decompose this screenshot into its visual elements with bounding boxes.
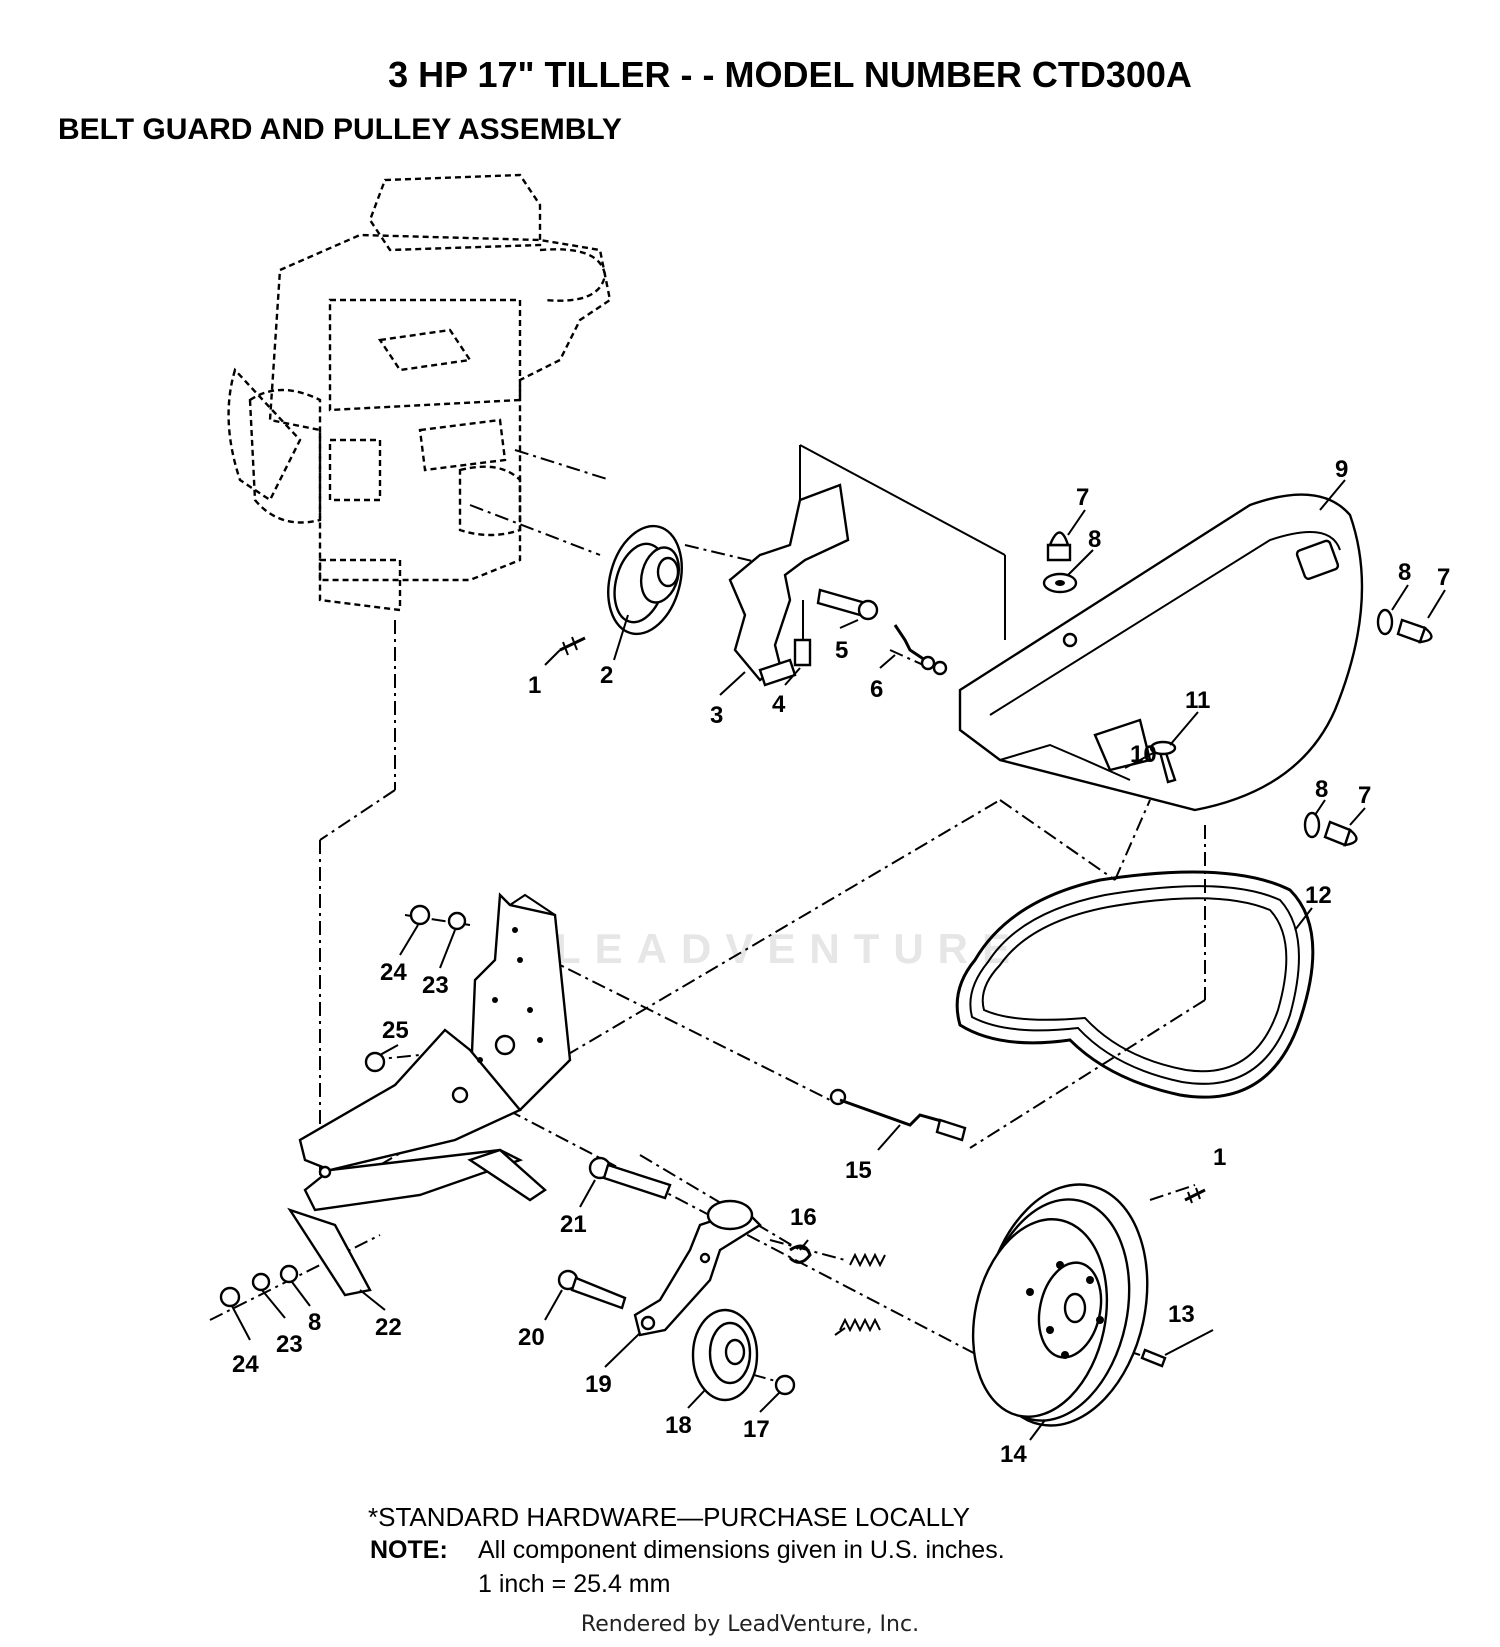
engine-pulley-part [607,524,683,636]
spring-clip-part [788,1244,886,1268]
callout-11: 11 [1185,687,1210,714]
shaft-key-part [1140,1348,1167,1368]
callout-6: 6 [870,676,883,703]
callout-10: 10 [1130,741,1157,768]
callout-13: 13 [1168,1301,1195,1328]
shoulder-bolt-part [588,1156,672,1200]
idler-arm-part [633,1199,762,1337]
mounting-bracket-part [298,892,572,1212]
callout-21: 21 [560,1211,587,1238]
callout-1: 1 [528,672,541,699]
callout-4: 4 [772,691,786,718]
callout-15: 15 [845,1157,872,1184]
callout-22: 22 [375,1314,402,1341]
callout-8c: 8 [1315,776,1328,803]
plate-part [287,1207,372,1297]
washer-part [279,572,1394,1284]
acorn-nut-part [1046,531,1433,847]
tension-rod-part [829,1088,967,1142]
watermark: LEADVENTURE [555,925,1025,972]
note-line-1: All component dimensions given in U.S. i… [478,1536,1005,1564]
rendered-by-credit: Rendered by LeadVenture, Inc. [580,1612,920,1637]
set-screw-part [559,636,586,656]
assembly-lines [209,444,1206,1386]
belt-guard-bracket-part [728,483,850,687]
idler-pulley-part [691,1308,796,1402]
callout-7a: 7 [1076,484,1089,511]
callout-2: 2 [600,662,613,689]
callout-5: 5 [835,637,848,664]
drive-set-screw-part [1184,1187,1206,1204]
leader-lines [231,479,1446,1441]
callout-19: 19 [585,1371,612,1398]
callout-9: 9 [1335,456,1348,483]
callout-7c: 7 [1358,782,1371,809]
dimensions-note: NOTE: All component dimensions given in U… [370,1536,1005,1565]
callout-12: 12 [1305,882,1332,909]
hook-rod-part [893,624,948,676]
page-title: 3 HP 17" TILLER - - MODEL NUMBER CTD300A [388,54,1192,95]
callout-16: 16 [790,1204,817,1231]
engine-outline [227,173,612,612]
drive-pulley-part [971,1183,1149,1427]
callout-3: 3 [710,702,723,729]
callout-14: 14 [1000,1441,1027,1468]
v-belt-part [955,870,1315,1099]
tension-spring-part [834,1317,881,1336]
callout-1b: 1 [1213,1144,1226,1171]
standard-hardware-note: *STANDARD HARDWARE—PURCHASE LOCALLY [368,1502,970,1532]
callout-17: 17 [743,1416,770,1443]
guard-screw-part [1149,740,1177,784]
note-label: NOTE: [370,1536,448,1564]
callout-labels: 1 2 3 4 5 6 7 8 9 8 7 10 11 8 7 12 1 13 … [232,456,1450,1468]
belt-guard-part [958,493,1364,812]
callout-25: 25 [382,1017,409,1044]
callout-20: 20 [518,1324,545,1351]
callout-23a: 23 [276,1331,303,1358]
callout-8a: 8 [1088,526,1101,553]
lock-nut-part [219,904,467,1308]
callout-7b: 7 [1437,564,1450,591]
callout-8d: 8 [308,1309,321,1336]
callout-23b: 23 [422,972,449,999]
callout-24b: 24 [380,959,407,986]
callout-8b: 8 [1398,559,1411,586]
callout-24a: 24 [232,1351,259,1378]
arm-bolt-part [557,1269,627,1310]
assembly-subtitle: BELT GUARD AND PULLEY ASSEMBLY [58,113,622,146]
note-line-2: 1 inch = 25.4 mm [478,1570,671,1598]
callout-18: 18 [665,1412,692,1439]
bolt-part [793,588,879,667]
